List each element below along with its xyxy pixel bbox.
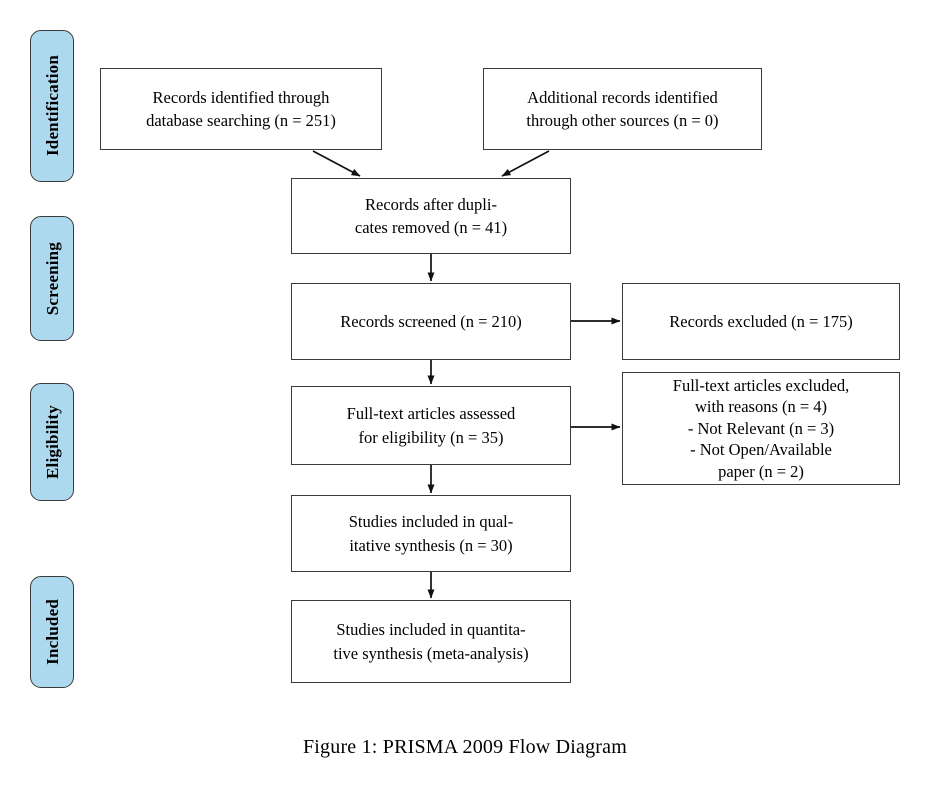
box-records-excluded: Records excluded (n = 175) <box>622 283 900 360</box>
box-text-records-excluded: Records excluded (n = 175) <box>669 311 853 331</box>
box-records-after-duplicates-removed: Records after dupli- cates removed (n = … <box>291 178 571 254</box>
box-qualitative-synthesis: Studies included in qual- itative synthe… <box>291 495 571 572</box>
box-text-records-screened: Records screened (n = 210) <box>340 311 522 331</box>
box-text-additional-records-other-sources: Additional records identified through ot… <box>526 87 719 130</box>
box-text-fulltext-excluded-reasons: Full-text articles excluded, with reason… <box>672 375 850 481</box>
arrow-othersources-to-duplicates <box>501 150 550 177</box>
stage-pill-included: Included <box>30 576 74 688</box>
stage-label-identification: Identification <box>42 55 62 157</box>
stage-pill-identification: Identification <box>30 30 74 182</box>
box-records-identified-database: Records identified through database sear… <box>100 68 382 150</box>
box-text-records-after-duplicates-removed: Records after dupli- cates removed (n = … <box>354 194 508 237</box>
stage-label-eligibility: Eligibility <box>42 405 62 479</box>
box-additional-records-other-sources: Additional records identified through ot… <box>483 68 762 150</box>
box-fulltext-excluded-reasons: Full-text articles excluded, with reason… <box>622 372 900 485</box>
stage-pill-screening: Screening <box>30 216 74 341</box>
arrow-database-to-duplicates <box>312 150 361 177</box>
stage-label-screening: Screening <box>42 241 62 316</box>
stage-pill-eligibility: Eligibility <box>30 383 74 501</box>
figure-caption: Figure 1: PRISMA 2009 Flow Diagram <box>302 736 628 758</box>
box-text-fulltext-assessed: Full-text articles assessed for eligibil… <box>346 404 516 447</box>
box-text-quantitative-synthesis: Studies included in quantita- tive synth… <box>333 620 529 663</box>
stage-label-included: Included <box>42 599 62 665</box>
box-quantitative-synthesis: Studies included in quantita- tive synth… <box>291 600 571 683</box>
box-records-screened: Records screened (n = 210) <box>291 283 571 360</box>
box-fulltext-assessed: Full-text articles assessed for eligibil… <box>291 386 571 465</box>
box-text-records-identified-database: Records identified through database sear… <box>146 87 336 130</box>
box-text-qualitative-synthesis: Studies included in qual- itative synthe… <box>348 512 514 555</box>
